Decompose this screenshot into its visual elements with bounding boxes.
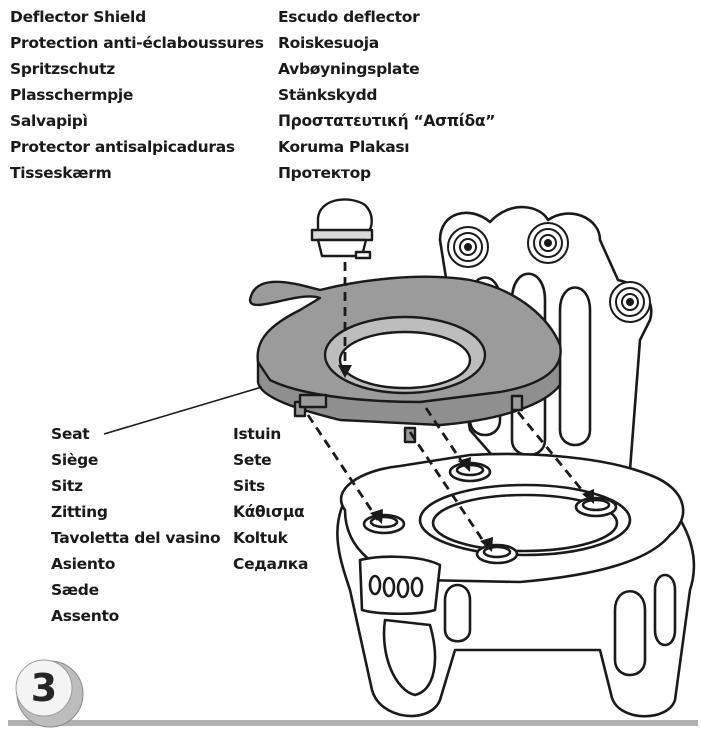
seat-label: Sitz xyxy=(51,473,220,499)
seat-label-list: Seat Siège Sitz Zitting Tavoletta del va… xyxy=(51,421,220,629)
deflector-label: Προστατευτική “Ασπίδα” xyxy=(278,108,495,134)
deflector-label: Protection anti-éclaboussures xyxy=(10,30,264,56)
seat-label: Tavoletta del vasino xyxy=(51,525,220,551)
deflector-label: Протектор xyxy=(278,160,495,186)
deflector-label: Spritzschutz xyxy=(10,56,264,82)
seat-label: Assento xyxy=(51,603,220,629)
seat-label-list: Istuin Sete Sits Κάθισμα Koltuk Седалка xyxy=(233,421,308,577)
deflector-label-list: Escudo deflector Roiskesuoja Avbøyningsp… xyxy=(278,4,495,186)
seat-label: Siège xyxy=(51,447,220,473)
deflector-label: Escudo deflector xyxy=(278,4,495,30)
deflector-label: Plasschermpje xyxy=(10,82,264,108)
step-badge xyxy=(8,660,698,727)
seat-label: Sæde xyxy=(51,577,220,603)
seat-label: Седалка xyxy=(233,551,308,577)
seat-label: Κάθισμα xyxy=(233,499,308,525)
seat-label: Asiento xyxy=(51,551,220,577)
deflector-label: Roiskesuoja xyxy=(278,30,495,56)
seat-label: Zitting xyxy=(51,499,220,525)
seat-label: Sete xyxy=(233,447,308,473)
deflector-label-list: Deflector Shield Protection anti-éclabou… xyxy=(10,4,264,186)
seat-label: Istuin xyxy=(233,421,308,447)
deflector-label: Protector antisalpicaduras xyxy=(10,134,264,160)
step-number: 3 xyxy=(19,663,69,713)
deflector-shield-part xyxy=(312,199,372,258)
deflector-label: Koruma Plakası xyxy=(278,134,495,160)
seat-label: Seat xyxy=(51,421,220,447)
deflector-label: Avbøyningsplate xyxy=(278,56,495,82)
deflector-label: Salvapipì xyxy=(10,108,264,134)
seat-label: Sits xyxy=(233,473,308,499)
deflector-label: Deflector Shield xyxy=(10,4,264,30)
deflector-label: Tisseskærm xyxy=(10,160,264,186)
deflector-label: Stänkskydd xyxy=(278,82,495,108)
seat-label: Koltuk xyxy=(233,525,308,551)
